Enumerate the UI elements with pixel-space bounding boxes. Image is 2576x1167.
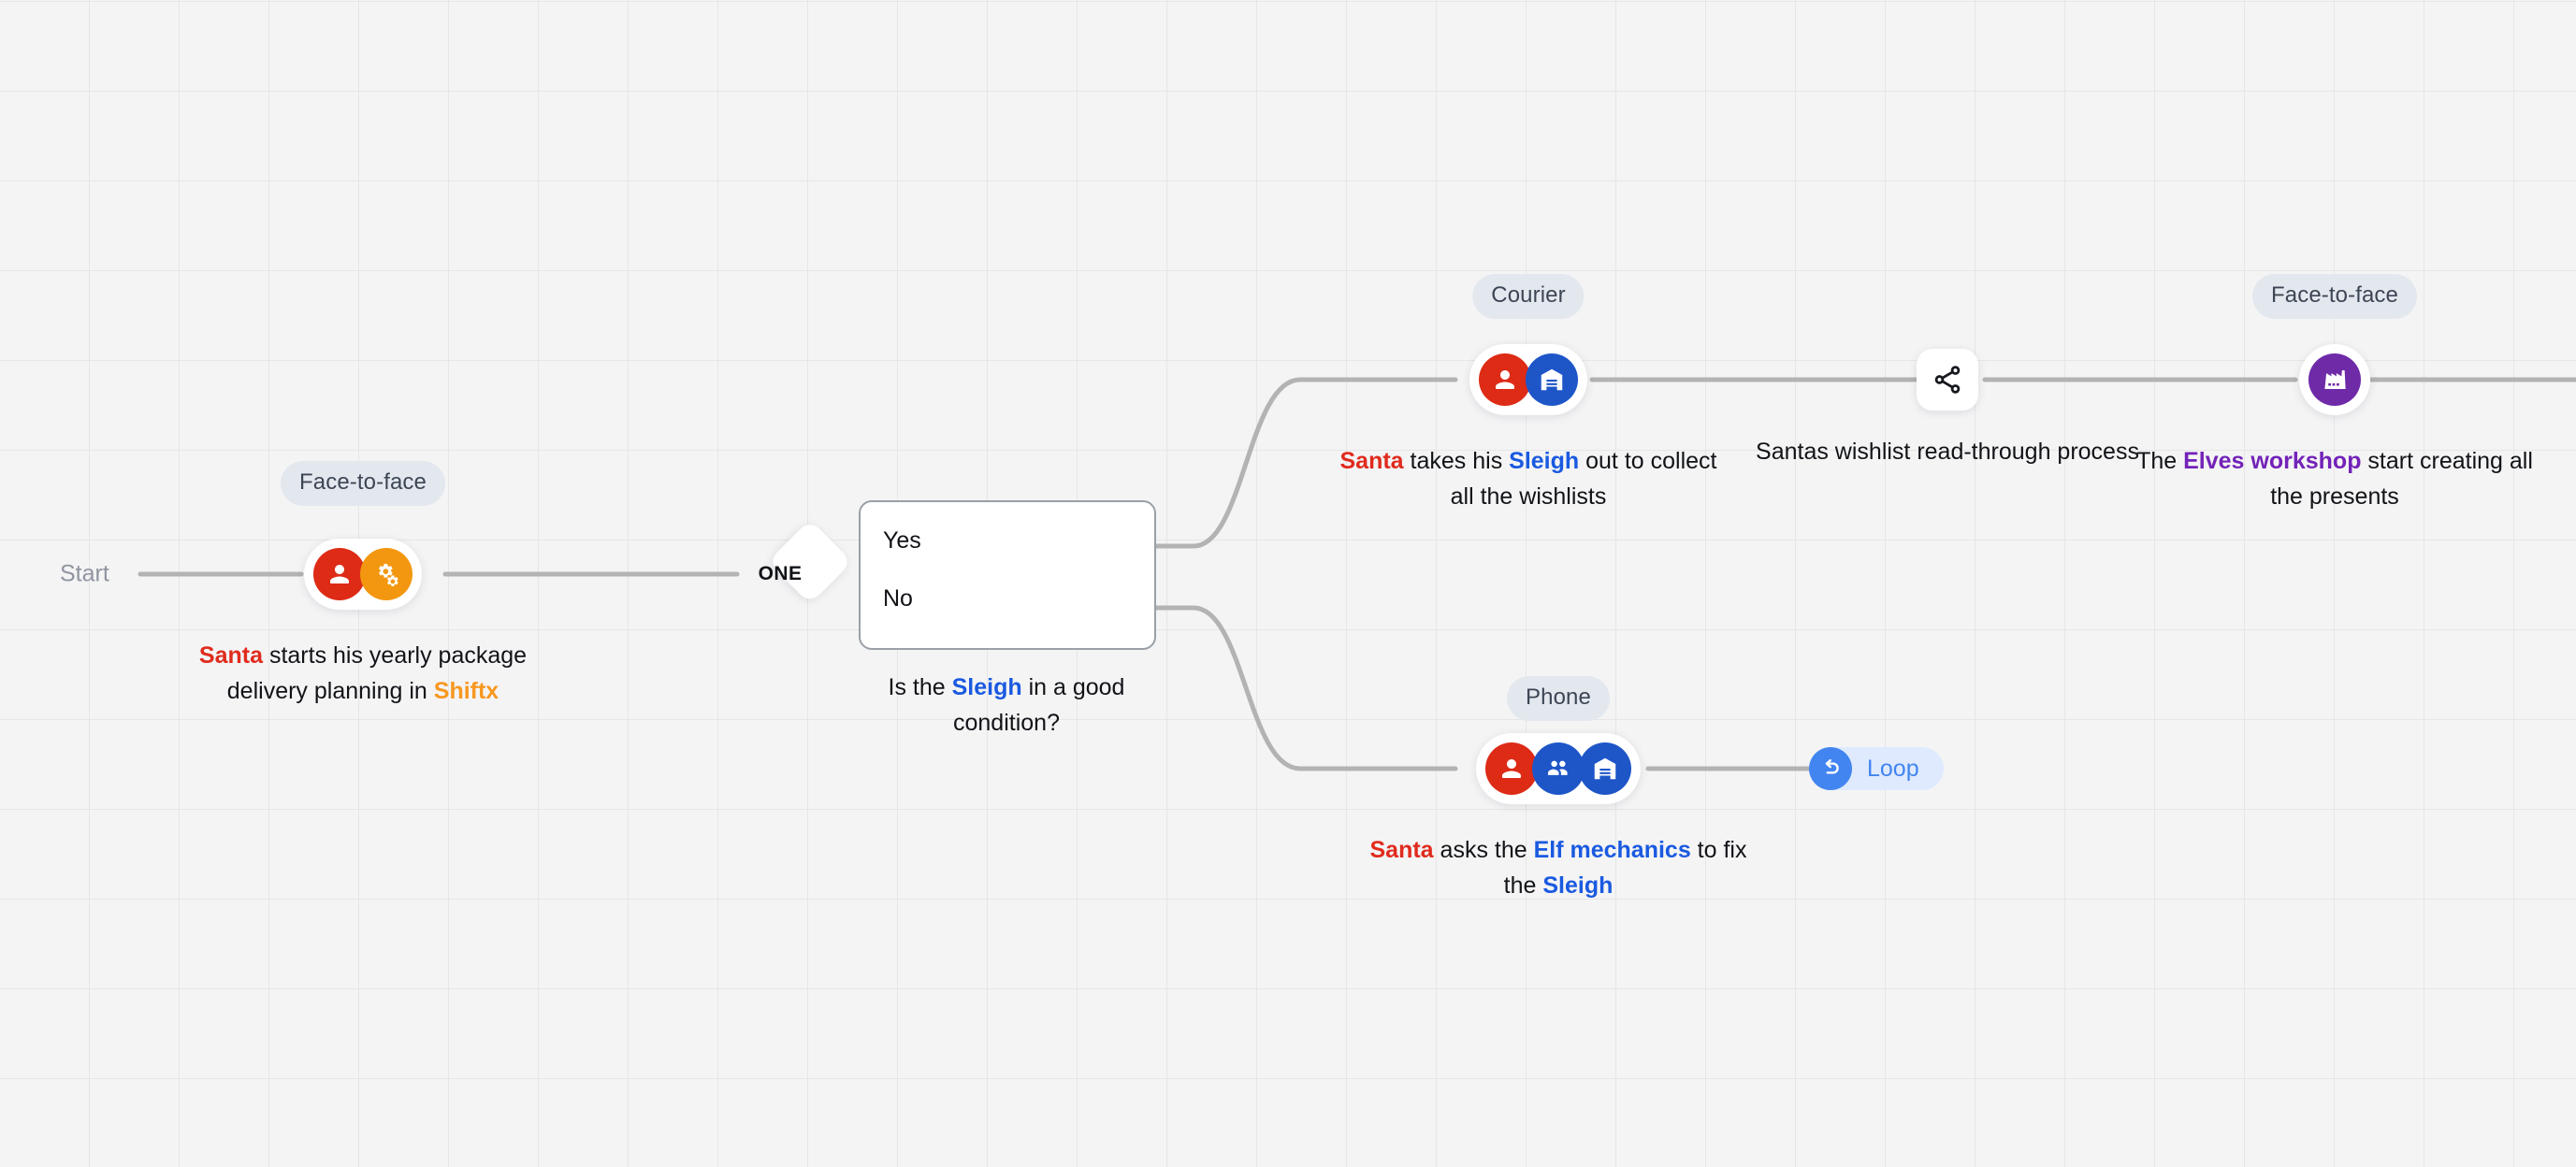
- channel-pill-phone: Phone: [1507, 676, 1610, 721]
- caption-part: Sleigh: [1509, 448, 1580, 474]
- caption-part: Elves workshop: [2183, 448, 2362, 474]
- gateway-type-label: ONE: [758, 563, 803, 584]
- node-fix-sleigh[interactable]: [1476, 733, 1641, 804]
- gateway-option-yes[interactable]: Yes: [883, 527, 921, 554]
- people-icon: [1532, 742, 1585, 795]
- caption-part: Santa: [198, 642, 263, 669]
- channel-pill-face-to-face-2: Face-to-face: [2252, 274, 2417, 319]
- node-readthrough-process[interactable]: [1917, 349, 1978, 411]
- caption-part: The: [2136, 448, 2184, 474]
- share-icon: [1932, 364, 1963, 396]
- caption-part: Shiftx: [433, 678, 499, 704]
- caption-fix-sleigh: Santa asks the Elf mechanics to fix the …: [1362, 832, 1755, 903]
- caption-part: to fix the: [1503, 837, 1747, 899]
- caption-collect-wishlists: Santa takes his Sleigh out to collect al…: [1332, 443, 1725, 514]
- node-santa-planning[interactable]: [304, 539, 422, 610]
- channel-pill-face-to-face-1: Face-to-face: [281, 461, 445, 506]
- person-icon: [1479, 353, 1531, 406]
- caption-elves-workshop: The Elves workshop start creating all th…: [2124, 443, 2545, 514]
- edge-no-to-fixsleigh: [1153, 605, 1458, 771]
- caption-part: Santa: [1339, 448, 1404, 474]
- caption-readthrough-process: Santas wishlist read-through process: [1751, 434, 2144, 469]
- undo-arrow-icon: [1809, 747, 1852, 790]
- caption-part: start creating all the presents: [2270, 448, 2533, 510]
- factory-icon: [2308, 353, 2361, 406]
- caption-part: Santa: [1369, 837, 1434, 863]
- gateway-options-box[interactable]: Yes No: [859, 500, 1156, 650]
- caption-part: Elf mechanics: [1533, 837, 1691, 863]
- warehouse-icon: [1526, 353, 1578, 406]
- loop-badge[interactable]: Loop: [1809, 747, 1944, 790]
- start-label: Start: [60, 560, 109, 587]
- gateway-option-no[interactable]: No: [883, 585, 913, 612]
- person-icon: [1485, 742, 1538, 795]
- caption-part: Sleigh: [951, 674, 1022, 700]
- caption-santa-planning: Santa starts his yearly package delivery…: [166, 638, 559, 709]
- gears-icon: [360, 548, 412, 600]
- person-icon: [313, 548, 366, 600]
- caption-part: in a good condition?: [953, 674, 1125, 736]
- node-elves-workshop[interactable]: [2299, 344, 2370, 415]
- caption-part: takes his: [1403, 448, 1510, 474]
- caption-part: Sleigh: [1542, 872, 1614, 899]
- gateway-diamond[interactable]: [767, 519, 853, 604]
- caption-part: Is the: [888, 674, 952, 700]
- loop-label: Loop: [1867, 755, 1919, 782]
- caption-part: out to collect all the wishlists: [1450, 448, 1717, 510]
- node-collect-wishlists[interactable]: [1469, 344, 1587, 415]
- caption-gateway-condition: Is the Sleigh in a good condition?: [866, 670, 1147, 741]
- caption-part: Santas wishlist read-through process: [1756, 439, 2139, 465]
- caption-part: starts his yearly package delivery plann…: [226, 642, 528, 704]
- caption-part: asks the: [1433, 837, 1534, 863]
- channel-pill-courier: Courier: [1472, 274, 1585, 319]
- warehouse-icon: [1579, 742, 1631, 795]
